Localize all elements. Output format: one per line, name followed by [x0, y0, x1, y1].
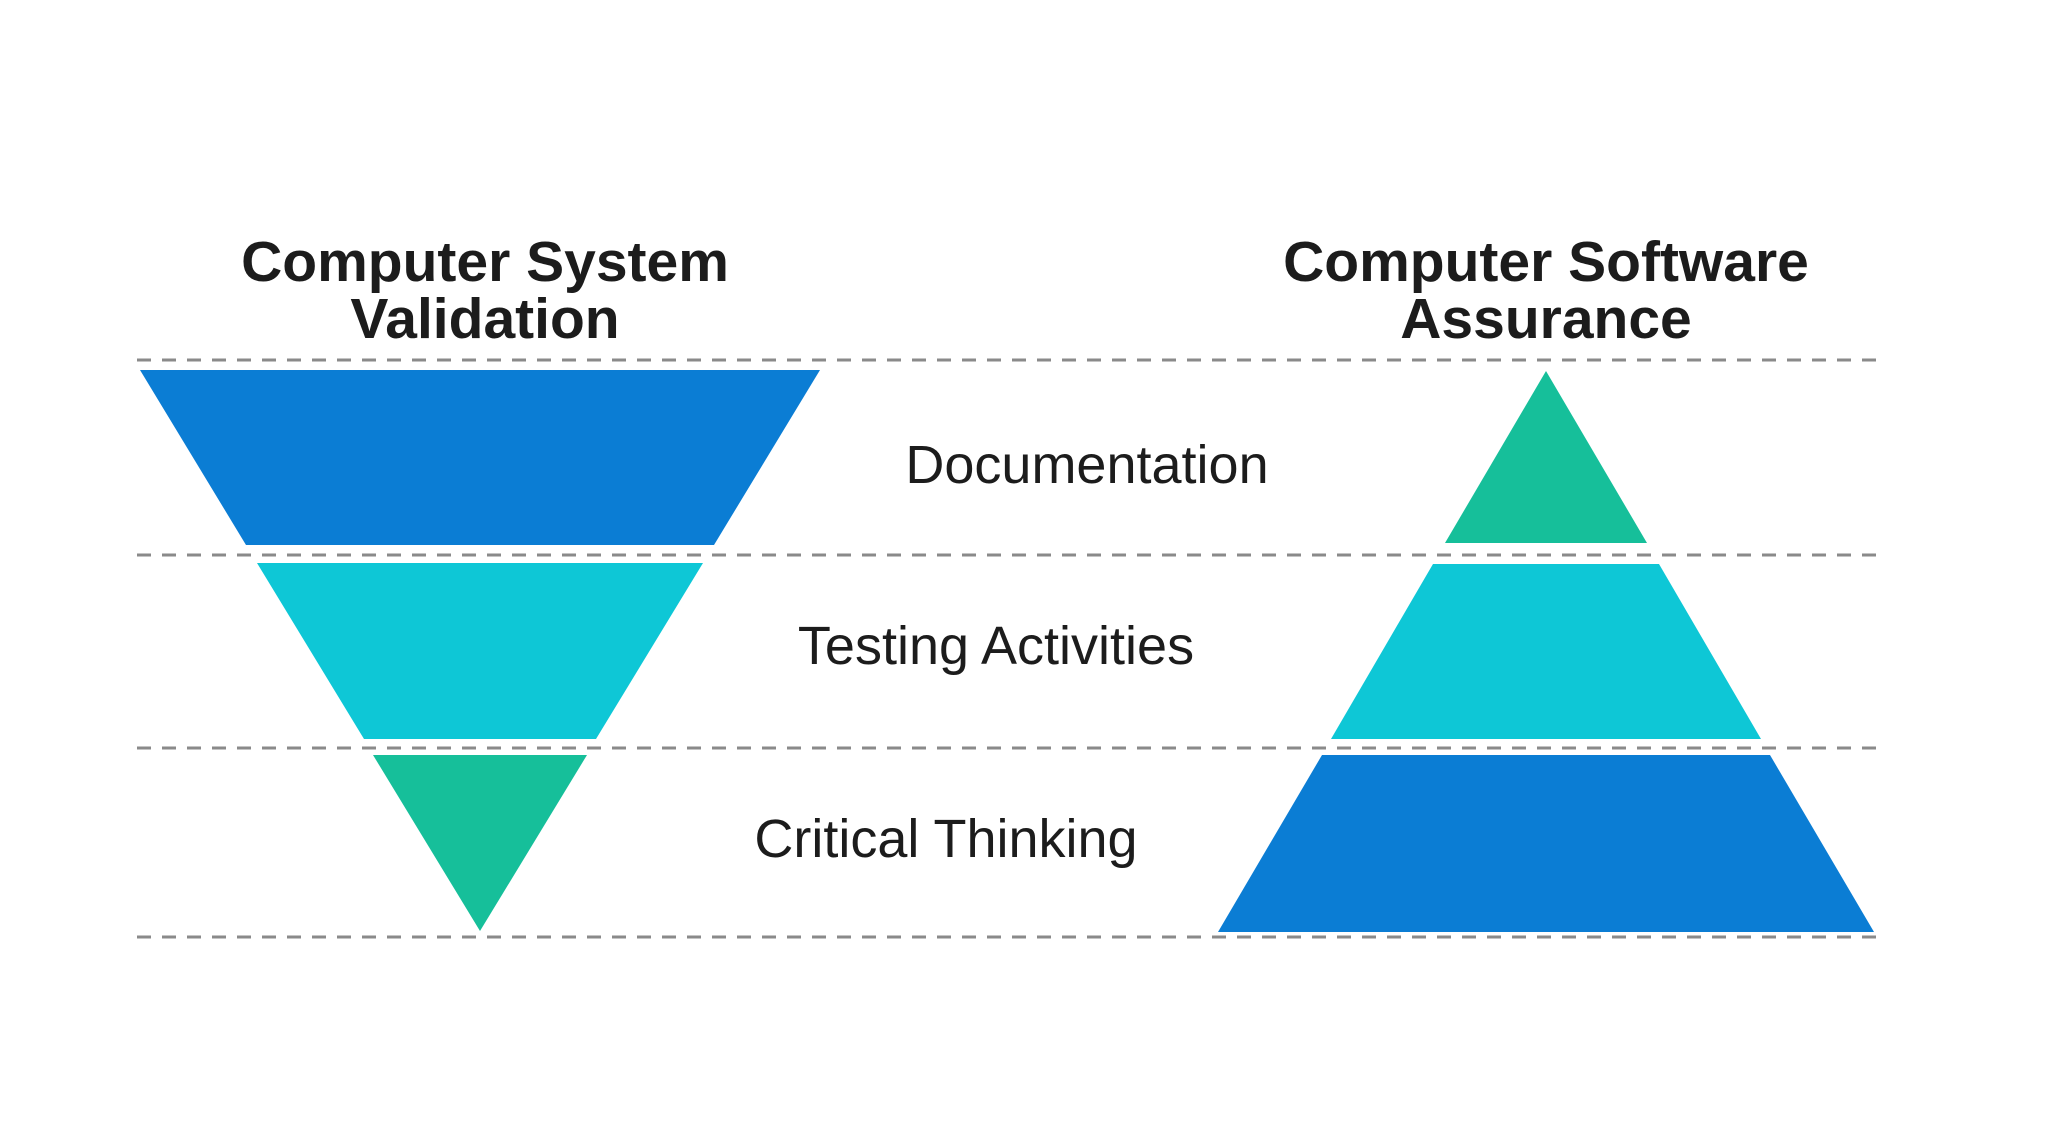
row-label-documentation: Documentation — [905, 435, 1268, 495]
csv-documentation-band — [140, 370, 820, 545]
csa-critical-thinking-band — [1218, 755, 1874, 932]
right-title-line-2: Assurance — [1400, 287, 1692, 351]
right-title-line-1: Computer Software — [1283, 230, 1809, 294]
left-title-line-1: Computer System — [241, 230, 729, 294]
csa-documentation-band — [1445, 371, 1647, 543]
csv-testing-activities-band — [257, 563, 703, 739]
left-title-line-2: Validation — [350, 287, 619, 351]
row-label-critical-thinking: Critical Thinking — [754, 809, 1137, 869]
row-label-testing-activities: Testing Activities — [798, 616, 1194, 676]
csa-testing-activities-band — [1331, 564, 1761, 739]
csv-critical-thinking-band — [373, 755, 587, 931]
